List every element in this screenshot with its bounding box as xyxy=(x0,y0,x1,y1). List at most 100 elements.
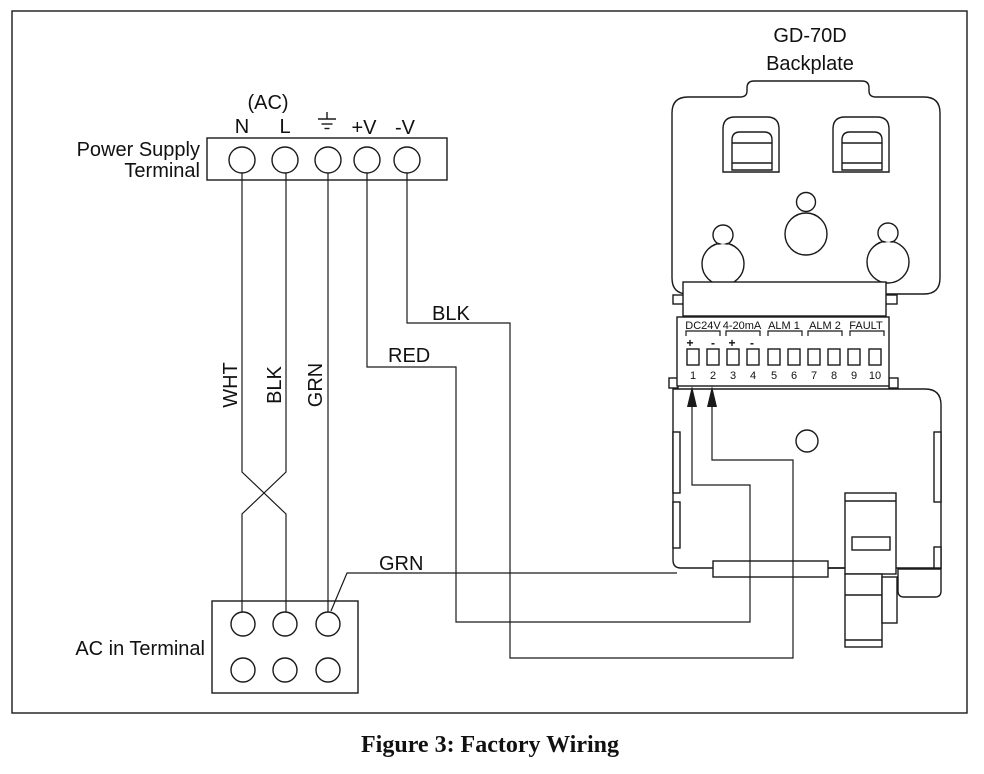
terminal-hole-l xyxy=(271,146,299,174)
ac-in-terminal: AC in Terminal xyxy=(75,600,359,694)
screw-terminal-8 xyxy=(827,348,841,366)
body-hole xyxy=(795,429,819,453)
wire-label-red-dc: RED xyxy=(388,345,430,367)
group-bracket-alm1 xyxy=(767,330,803,336)
group-label-alm1: ALM 1 xyxy=(768,320,800,332)
mount-slot-right-outer xyxy=(832,116,890,173)
group-bracket-420ma xyxy=(725,330,761,336)
ac-in-hole-1 xyxy=(230,611,256,637)
arrow-terminal-1-icon xyxy=(687,386,697,407)
body-notch-right-bottom xyxy=(933,546,942,569)
terminal-number-10: 10 xyxy=(869,370,881,382)
bracket-upper xyxy=(844,492,897,575)
connector-tab-right xyxy=(884,294,898,305)
wire-label-blk-dc: BLK xyxy=(432,303,470,325)
screw-terminal-7 xyxy=(807,348,821,366)
ac-in-hole-5 xyxy=(272,657,298,683)
terminal-number-1: 1 xyxy=(690,370,696,382)
keyhole-right xyxy=(866,222,910,284)
terminal-number-8: 8 xyxy=(831,370,837,382)
terminal-hole-plus-v xyxy=(353,146,381,174)
rail-bar xyxy=(712,560,829,578)
terminal-number-2: 2 xyxy=(710,370,716,382)
terminal-strip-box xyxy=(676,316,890,387)
ac-in-terminal-block xyxy=(211,600,359,694)
ac-in-hole-3 xyxy=(315,611,341,637)
terminal-number-3: 3 xyxy=(730,370,736,382)
terminal-hole-ground xyxy=(314,146,342,174)
mount-slot-left-outer xyxy=(722,116,780,173)
group-bracket-fault xyxy=(849,330,885,336)
wire-label-wht: WHT xyxy=(220,362,242,408)
wire-red-dc xyxy=(366,173,751,623)
group-bracket-dc24v xyxy=(685,330,721,336)
body-outline xyxy=(672,388,942,569)
screw-terminal-6 xyxy=(787,348,801,366)
screw-terminal-2 xyxy=(706,348,720,366)
earth-ground-icon xyxy=(318,112,336,130)
screw-terminal-3 xyxy=(726,348,740,366)
group-label-fault: FAULT xyxy=(849,320,883,332)
mount-slot-right-inner xyxy=(841,131,883,171)
power-supply-terminal: Power Supply Terminal (AC) N L +V -V xyxy=(77,92,448,182)
ac-in-hole-4 xyxy=(230,657,256,683)
wire-label-grn-chassis: GRN xyxy=(379,553,423,575)
polarity-1-plus: + xyxy=(686,336,693,350)
wire-grn-chassis xyxy=(330,572,677,612)
screw-terminal-5 xyxy=(767,348,781,366)
bracket-lower xyxy=(844,573,883,648)
terminal-plus-v-label: +V xyxy=(351,117,377,139)
wire-label-blk: BLK xyxy=(264,365,286,403)
terminal-number-9: 9 xyxy=(851,370,857,382)
terminal-l-label: L xyxy=(279,116,290,138)
wiring: WHT BLK GRN BLK RED GRN xyxy=(220,173,794,659)
keyhole-center xyxy=(784,191,828,256)
ac-in-terminal-label: AC in Terminal xyxy=(75,638,205,660)
polarity-3-plus: + xyxy=(728,336,735,350)
wire-blk-dc xyxy=(406,173,794,659)
screw-terminal-4 xyxy=(746,348,760,366)
body-notch-right-top xyxy=(933,431,942,503)
figure-border xyxy=(11,10,968,714)
terminal-hole-n xyxy=(228,146,256,174)
ac-label: (AC) xyxy=(247,92,288,114)
ac-in-hole-2 xyxy=(272,611,298,637)
power-supply-label-line2: Terminal xyxy=(124,160,200,182)
terminal-number-7: 7 xyxy=(811,370,817,382)
screw-terminal-1 xyxy=(686,348,700,366)
strip-ear-right xyxy=(888,377,899,389)
terminal-strip: DC24V 4-20mA ALM 1 ALM 2 FAULT + - + - 1… xyxy=(668,281,899,389)
backplate-title-line2: Backplate xyxy=(766,53,854,75)
bracket-right-foot xyxy=(897,568,942,598)
bracket-window xyxy=(851,536,891,551)
terminal-number-6: 6 xyxy=(791,370,797,382)
group-bracket-alm2 xyxy=(807,330,843,336)
mount-slot-left-inner xyxy=(731,131,773,171)
group-label-420ma: 4-20mA xyxy=(723,320,762,332)
ac-in-hole-6 xyxy=(315,657,341,683)
group-label-dc24v: DC24V xyxy=(685,320,721,332)
connector-upper-box xyxy=(682,281,887,317)
bracket-side xyxy=(881,576,898,624)
screw-terminal-10 xyxy=(868,348,882,366)
figure-caption: Figure 3: Factory Wiring xyxy=(361,732,619,758)
backplate-title-line1: GD-70D xyxy=(773,25,846,47)
terminal-n-label: N xyxy=(235,116,249,138)
transmitter-body xyxy=(672,388,942,648)
terminal-number-4: 4 xyxy=(750,370,756,382)
polarity-2-minus: - xyxy=(711,336,715,350)
gd70d-backplate: GD-70D Backplate xyxy=(671,25,941,295)
wire-blk-ac xyxy=(241,173,287,612)
body-notch-left-top xyxy=(672,431,681,494)
terminal-minus-v-label: -V xyxy=(395,117,416,139)
power-supply-terminal-block xyxy=(206,137,448,181)
group-label-alm2: ALM 2 xyxy=(809,320,841,332)
arrow-terminal-2-icon xyxy=(707,386,717,407)
polarity-4-minus: - xyxy=(750,336,754,350)
backplate-outline xyxy=(671,80,941,295)
body-notch-left-bottom xyxy=(672,501,681,549)
wire-label-grn: GRN xyxy=(305,363,327,407)
terminal-hole-minus-v xyxy=(393,146,421,174)
power-supply-label-line1: Power Supply xyxy=(77,139,200,161)
